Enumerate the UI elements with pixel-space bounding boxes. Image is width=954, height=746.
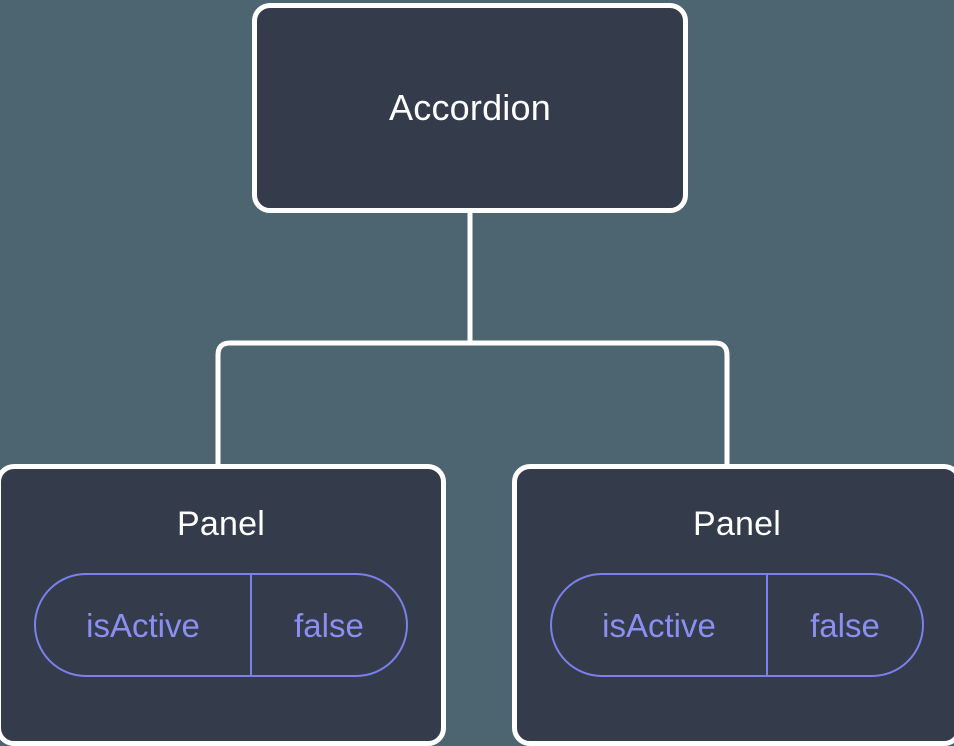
node-panel-2[interactable]: Panel isActive false xyxy=(512,464,954,746)
node-accordion[interactable]: Accordion xyxy=(252,3,688,213)
state-pill-panel-1[interactable]: isActive false xyxy=(34,573,408,677)
state-pill-panel-1-value: false xyxy=(294,606,364,644)
state-pill-panel-1-key: isActive xyxy=(36,575,252,675)
state-pill-panel-2-key: isActive xyxy=(552,575,768,675)
node-panel-1-title: Panel xyxy=(177,505,265,543)
node-panel-1[interactable]: Panel isActive false xyxy=(0,464,446,746)
node-accordion-title: Accordion xyxy=(389,87,551,128)
state-pill-panel-2-value: false xyxy=(810,606,880,644)
node-panel-2-title: Panel xyxy=(693,505,781,543)
state-pill-panel-2[interactable]: isActive false xyxy=(550,573,924,677)
connector-branch-right xyxy=(470,340,730,470)
connector-branch-left xyxy=(215,340,470,470)
